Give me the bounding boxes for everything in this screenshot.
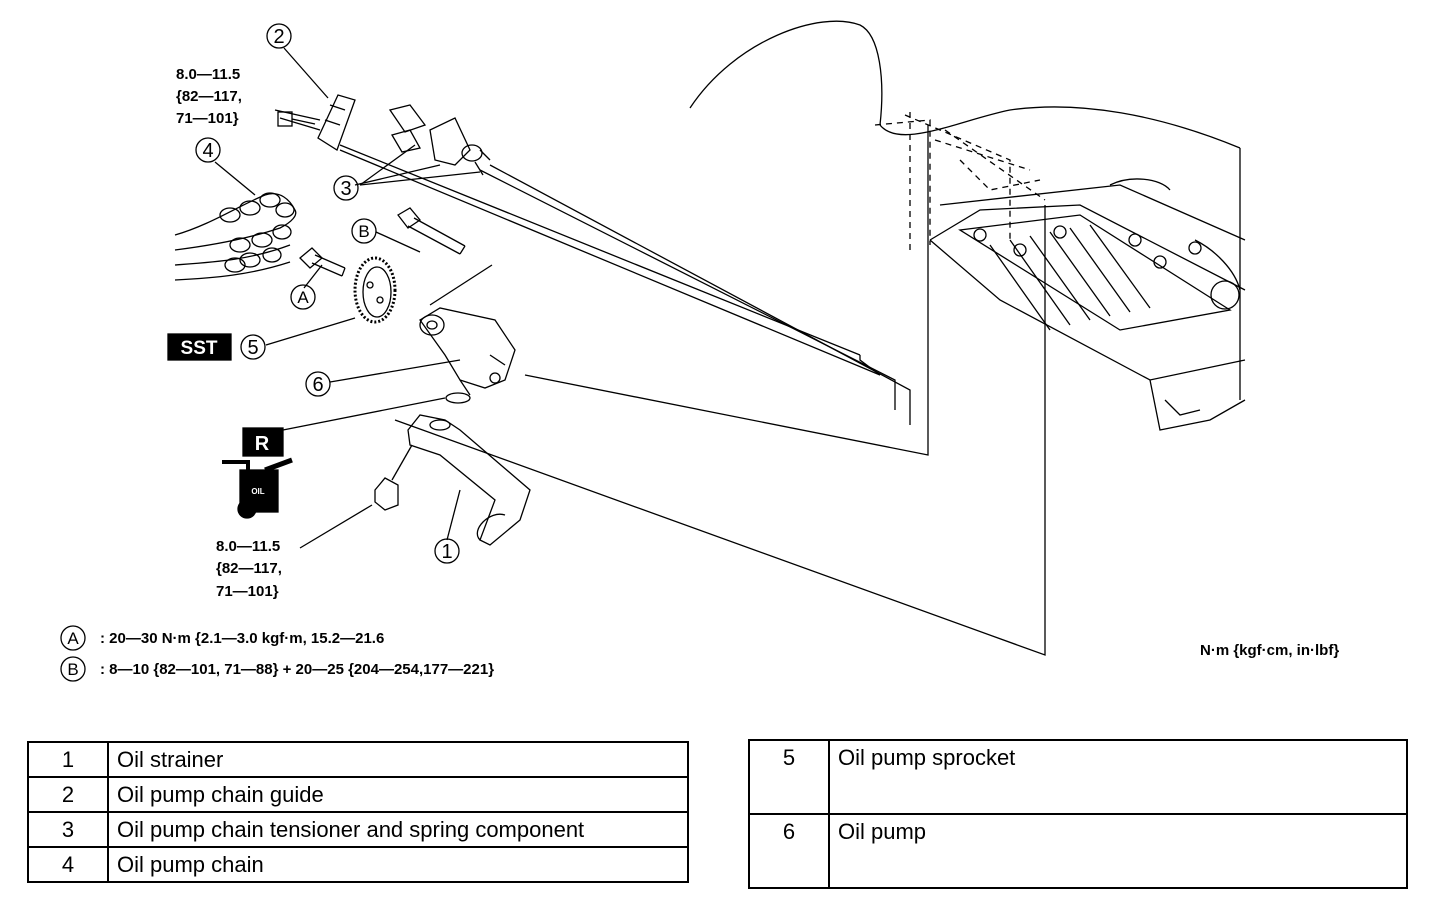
table-row: 6 Oil pump <box>748 813 1408 889</box>
torque-bottom-line2: {82—117, <box>216 560 282 577</box>
torque-bottom-line1: 8.0—11.5 <box>216 538 280 555</box>
oil-can-icon <box>222 457 293 519</box>
callout-2: 2 <box>273 26 284 48</box>
legend-a-text: : 20—30 N·m {2.1—3.0 kgf·m, 15.2—21.6 <box>100 630 384 647</box>
torque-top-line2: {82—117, <box>176 88 242 105</box>
sst-badge-box <box>167 333 232 361</box>
callout-a: A <box>297 288 309 307</box>
table-row: 3 Oil pump chain tensioner and spring co… <box>27 811 689 848</box>
part-number: 4 <box>27 846 109 883</box>
part-number: 2 <box>27 776 109 813</box>
part-name: Oil strainer <box>107 741 689 778</box>
callout-labels: 2 3 4 B A 5 6 1 A B SST R OIL <box>67 26 452 679</box>
callout-3: 3 <box>340 178 351 200</box>
parts-table-right: 5 Oil pump sprocket 6 Oil pump <box>748 739 1408 889</box>
callout-6: 6 <box>312 374 323 396</box>
callout-5: 5 <box>247 337 258 359</box>
oil-badge: OIL <box>251 487 264 496</box>
table-row: 5 Oil pump sprocket <box>748 739 1408 815</box>
oil-pump-drawing <box>419 307 516 404</box>
parts-table-left: 1 Oil strainer 2 Oil pump chain guide 3 … <box>27 741 689 883</box>
chain-guide-drawing <box>277 94 356 151</box>
part-number: 5 <box>748 739 830 815</box>
bolt-a-drawing <box>299 247 346 277</box>
legend-letter-a: A <box>67 629 79 648</box>
projection-solid-lines <box>339 125 1046 656</box>
callout-4: 4 <box>202 140 213 162</box>
part-name: Oil pump chain guide <box>107 776 689 813</box>
legend-b-text: : 8—10 {82—101, 71—88} + 20—25 {204—254,… <box>100 661 494 678</box>
callout-leaders <box>214 47 481 549</box>
engine-block-drawing <box>689 20 1246 431</box>
part-name: Oil pump chain <box>107 846 689 883</box>
oil-strainer-drawing <box>374 414 531 546</box>
part-number: 3 <box>27 811 109 848</box>
torque-top-line3: 71—101} <box>176 110 239 127</box>
torque-bottom-line3: 71—101} <box>216 583 279 600</box>
torque-top-line1: 8.0—11.5 <box>176 66 240 83</box>
table-row: 4 Oil pump chain <box>27 846 689 883</box>
replace-badge-box <box>242 427 284 457</box>
sst-badge: SST <box>181 338 218 359</box>
units-label: N·m {kgf·cm, in·lbf} <box>1200 642 1339 659</box>
part-name: Oil pump <box>828 813 1408 889</box>
legend-letter-b: B <box>67 660 78 679</box>
projection-dashed-lines <box>874 110 1046 250</box>
torque-spec-top: 8.0—11.5 {82—117, 71—101} <box>176 66 242 127</box>
table-row: 1 Oil strainer <box>27 741 689 778</box>
bolt-b-drawing <box>397 207 466 255</box>
callout-circles <box>60 23 460 682</box>
part-name: Oil pump sprocket <box>828 739 1408 815</box>
part-number: 6 <box>748 813 830 889</box>
replace-badge: R <box>255 433 270 455</box>
torque-spec-bottom: 8.0—11.5 {82—117, 71—101} <box>216 538 282 600</box>
oil-pump-chain-drawing <box>174 192 297 281</box>
part-name: Oil pump chain tensioner and spring comp… <box>107 811 689 848</box>
oil-pump-sprocket-drawing <box>353 256 397 324</box>
tensioner-drawing <box>274 104 491 176</box>
table-row: 2 Oil pump chain guide <box>27 776 689 813</box>
callout-b: B <box>358 222 369 241</box>
part-number: 1 <box>27 741 109 778</box>
callout-1: 1 <box>441 541 452 563</box>
